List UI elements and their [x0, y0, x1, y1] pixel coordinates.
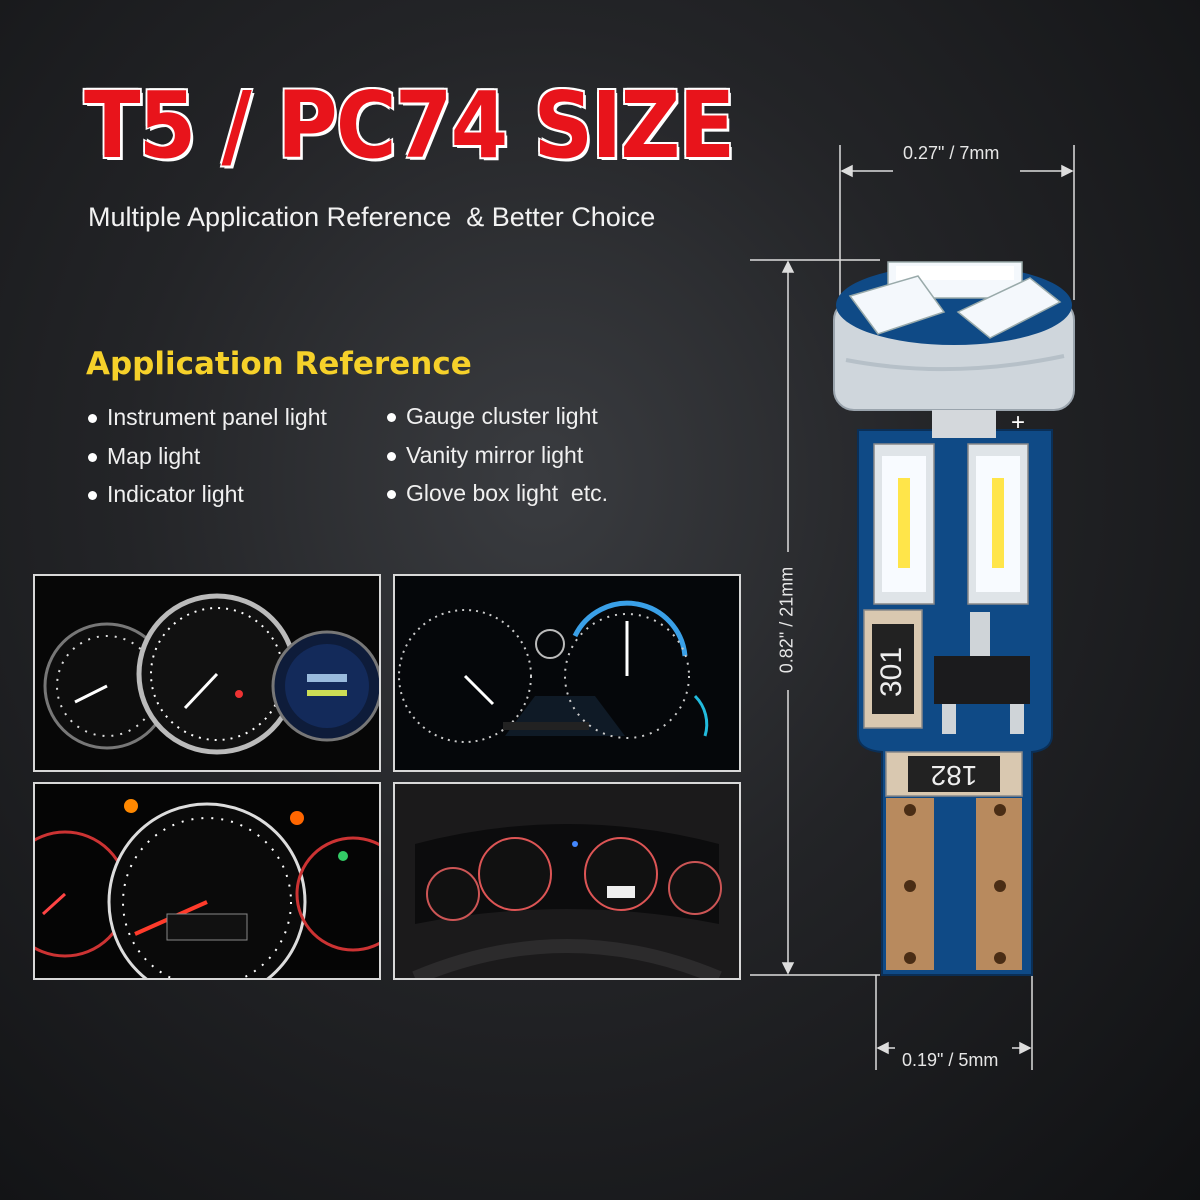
bullet-icon — [88, 452, 97, 462]
gauge-cluster-image — [35, 784, 379, 978]
height-dimension-line — [750, 259, 880, 976]
list-item-label: Vanity mirror light — [406, 441, 584, 468]
bullet-icon — [387, 413, 396, 423]
base-dimension-line — [875, 975, 1033, 1070]
application-list-left: Instrument panel light Map light Indicat… — [88, 404, 327, 520]
list-item-label: Glove box light etc. — [406, 480, 608, 506]
bullet-icon — [88, 414, 97, 424]
contact-right — [976, 798, 1022, 970]
list-item: Map light — [88, 443, 327, 482]
dashboard-photo-1 — [33, 574, 381, 772]
resistor-182-label: 182 — [931, 760, 978, 791]
page-title: T5 / PC74 SIZE — [84, 72, 735, 179]
bulb-head — [833, 261, 1075, 438]
dashboard-photo-2 — [393, 574, 741, 772]
resistor-301-label: 301 — [875, 647, 908, 697]
width-dimension-label: 0.27" / 7mm — [903, 143, 1000, 163]
dashboard-photo-3 — [33, 782, 381, 980]
transistor — [934, 612, 1030, 734]
gauge-cluster-image — [35, 576, 379, 770]
gauge-cluster-image — [395, 784, 739, 978]
list-item: Instrument panel light — [88, 404, 327, 443]
application-list-right: Gauge cluster light Vanity mirror light … — [387, 403, 608, 519]
side-led-right — [967, 443, 1029, 605]
contact-left — [886, 798, 934, 970]
application-heading: Application Reference — [86, 346, 472, 382]
list-item: Indicator light — [88, 481, 327, 520]
dashboard-photo-4 — [393, 782, 741, 980]
list-item: Glove box light etc. — [387, 480, 608, 519]
list-item-label: Map light — [107, 442, 201, 469]
base-dimension-label: 0.19" / 5mm — [902, 1050, 999, 1070]
width-dimension-line — [839, 145, 1075, 300]
bullet-icon — [387, 490, 396, 500]
list-item: Gauge cluster light — [387, 403, 608, 442]
resistor-301 — [863, 609, 923, 729]
bullet-icon — [387, 451, 396, 461]
resistor-182 — [885, 751, 1023, 797]
gauge-cluster-image — [395, 576, 739, 770]
led-bulb-diagram: + 301 182 — [750, 145, 1075, 1070]
polarity-plus-label: + — [1011, 409, 1025, 436]
subtitle: Multiple Application Reference & Better … — [88, 202, 656, 232]
list-item-label: Indicator light — [107, 481, 244, 507]
side-led-left — [873, 443, 935, 605]
list-item: Vanity mirror light — [387, 442, 608, 481]
list-item-label: Instrument panel light — [107, 404, 327, 430]
bullet-icon — [88, 491, 97, 501]
list-item-label: Gauge cluster light — [406, 403, 598, 429]
